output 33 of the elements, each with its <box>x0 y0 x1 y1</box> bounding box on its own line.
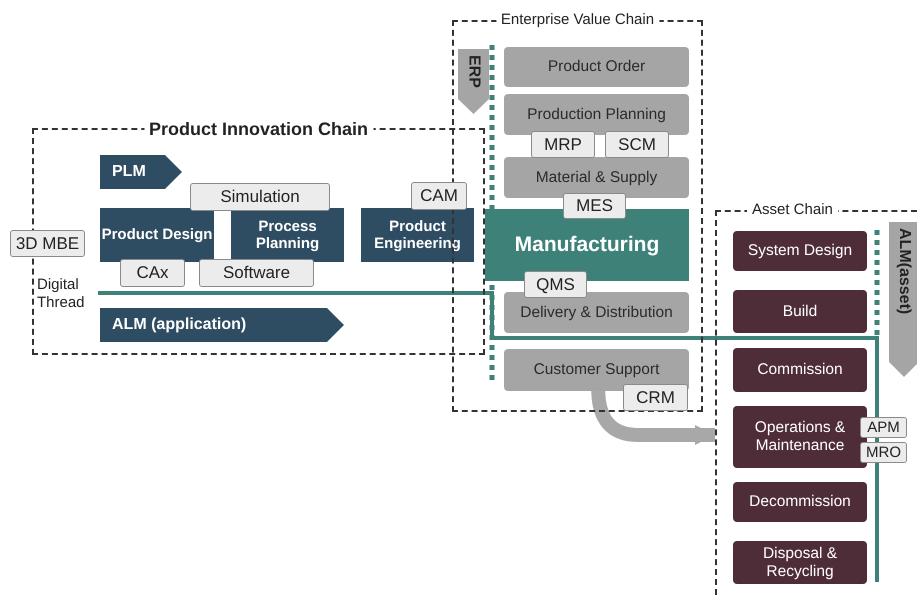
process-box: Delivery & Distribution <box>504 292 689 333</box>
banner-label: ERP <box>464 55 483 88</box>
process-box: System Design <box>733 231 867 271</box>
chevron-banner: ALM (application) <box>100 308 344 342</box>
process-box: Material & Supply <box>504 157 689 198</box>
process-box: Operations & Maintenance <box>733 406 867 468</box>
tool-tag: QMS <box>524 271 587 298</box>
tool-tag: 3D MBE <box>10 230 85 257</box>
process-box: Product Engineering <box>361 208 474 262</box>
process-box: Disposal & Recycling <box>733 541 867 584</box>
chevron-banner: PLM <box>100 155 182 189</box>
text-label: Digital Thread <box>37 276 86 312</box>
arrow <box>591 388 715 445</box>
tool-tag: MES <box>563 193 626 219</box>
tool-tag: Simulation <box>190 183 330 211</box>
banner-label: ALM(asset) <box>895 228 914 314</box>
tool-tag: MRO <box>860 442 907 463</box>
process-box: Production Planning <box>504 94 689 135</box>
tool-tag: MRP <box>531 131 595 158</box>
tool-tag: CRM <box>623 384 688 411</box>
tool-tag: SCM <box>605 131 669 158</box>
process-box: Customer Support <box>504 349 689 391</box>
process-box: Product Design <box>100 208 214 262</box>
tool-tag: APM <box>860 417 907 438</box>
process-box: Decommission <box>733 482 867 522</box>
process-box: Process Planning <box>231 208 344 262</box>
tool-tag: CAx <box>120 259 185 287</box>
tool-tag: CAM <box>411 182 467 210</box>
tool-tag: Software <box>199 259 314 287</box>
process-box: Build <box>733 290 867 333</box>
group-title: Enterprise Value Chain <box>496 11 660 28</box>
process-box: Product Order <box>504 47 689 87</box>
process-box: Commission <box>733 348 867 392</box>
